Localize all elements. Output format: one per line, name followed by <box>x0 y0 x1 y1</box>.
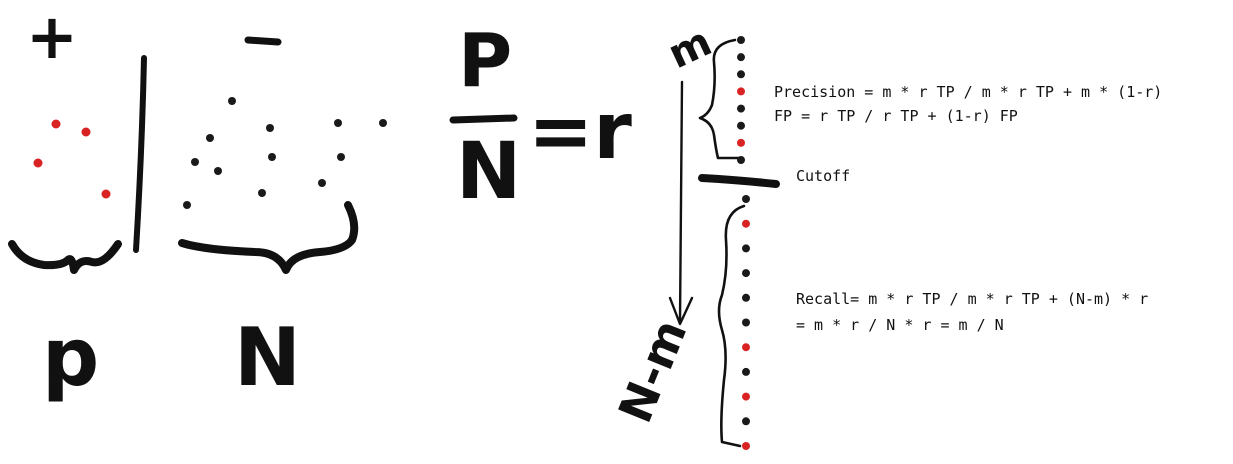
ranked-negative-dot <box>737 53 745 62</box>
negative-dot <box>258 189 266 197</box>
top-m-brace <box>698 38 744 160</box>
ranked-negative-dot <box>737 70 745 79</box>
precision-formula-line-1: Precision = m * r TP / m * r TP + m * (1… <box>774 83 1162 101</box>
positive-dot <box>101 189 111 199</box>
ranked-positive-dot <box>737 138 745 147</box>
recall-formula-line-2: = m * r / N * r = m / N <box>796 316 1004 334</box>
ranked-negative-dot <box>742 293 750 302</box>
negative-dot <box>183 201 191 209</box>
ranked-negative-dot <box>742 195 750 203</box>
ranked-positive-dot <box>742 392 750 401</box>
negative-brace <box>178 201 359 274</box>
fraction-numerator: P <box>458 18 512 104</box>
ranked-negative-dot <box>742 417 750 426</box>
cutoff-label: Cutoff <box>796 167 850 185</box>
fraction-denominator: N <box>456 127 521 217</box>
p-bottom-label: p <box>42 311 99 404</box>
ranked-dots-above-cutoff <box>737 36 745 164</box>
negative-dot <box>228 97 236 105</box>
ranked-positive-dot <box>737 87 745 96</box>
negative-dot <box>318 179 326 187</box>
ranking-arrow-head <box>668 296 694 326</box>
ranked-negative-dot <box>737 104 745 113</box>
ranked-negative-dot <box>742 318 750 327</box>
positive-dot <box>33 158 43 168</box>
ranked-positive-dot <box>742 219 750 228</box>
ranked-negative-dot <box>737 156 745 164</box>
positive-dot <box>81 127 91 137</box>
fraction-bar <box>449 114 518 124</box>
positive-dots <box>33 119 111 199</box>
ranked-dots-below-cutoff <box>742 195 750 450</box>
negative-dot <box>268 153 276 161</box>
precision-formula-line-2: FP = r TP / r TP + (1-r) FP <box>774 107 1018 125</box>
negative-dots <box>183 97 387 209</box>
bottom-n-minus-m-brace <box>717 204 746 448</box>
ranked-negative-dot <box>742 244 750 253</box>
negative-dot <box>379 119 387 127</box>
ranked-negative-dot <box>742 367 750 376</box>
negative-dot <box>191 158 199 166</box>
minus-sign-stroke <box>244 36 282 46</box>
negative-dot <box>214 167 222 175</box>
positive-dot <box>51 119 61 129</box>
recall-formula-line-1: Recall= m * r TP / m * r TP + (N-m) * r <box>796 290 1148 308</box>
ranked-negative-dot <box>737 121 745 130</box>
negative-dot <box>334 119 342 127</box>
ranked-positive-dot <box>742 343 750 352</box>
positive-brace <box>8 240 122 274</box>
minus-sign: - <box>0 0 1 1</box>
ranked-negative-dot <box>742 269 750 278</box>
negative-dot <box>206 134 214 142</box>
negative-dot <box>266 124 274 132</box>
cutoff-line <box>698 174 780 188</box>
ranked-positive-dot <box>742 442 750 450</box>
n-bottom-label: N <box>234 311 301 404</box>
n-minus-m-label: N-m <box>608 312 698 430</box>
plus-sign: + <box>26 0 78 73</box>
m-label: m <box>661 19 718 78</box>
population-separator <box>133 55 147 253</box>
ranked-negative-dot <box>737 36 745 44</box>
negative-dot <box>337 153 345 161</box>
ranking-arrow-shaft <box>678 80 684 324</box>
equals-r: =r <box>528 87 632 177</box>
